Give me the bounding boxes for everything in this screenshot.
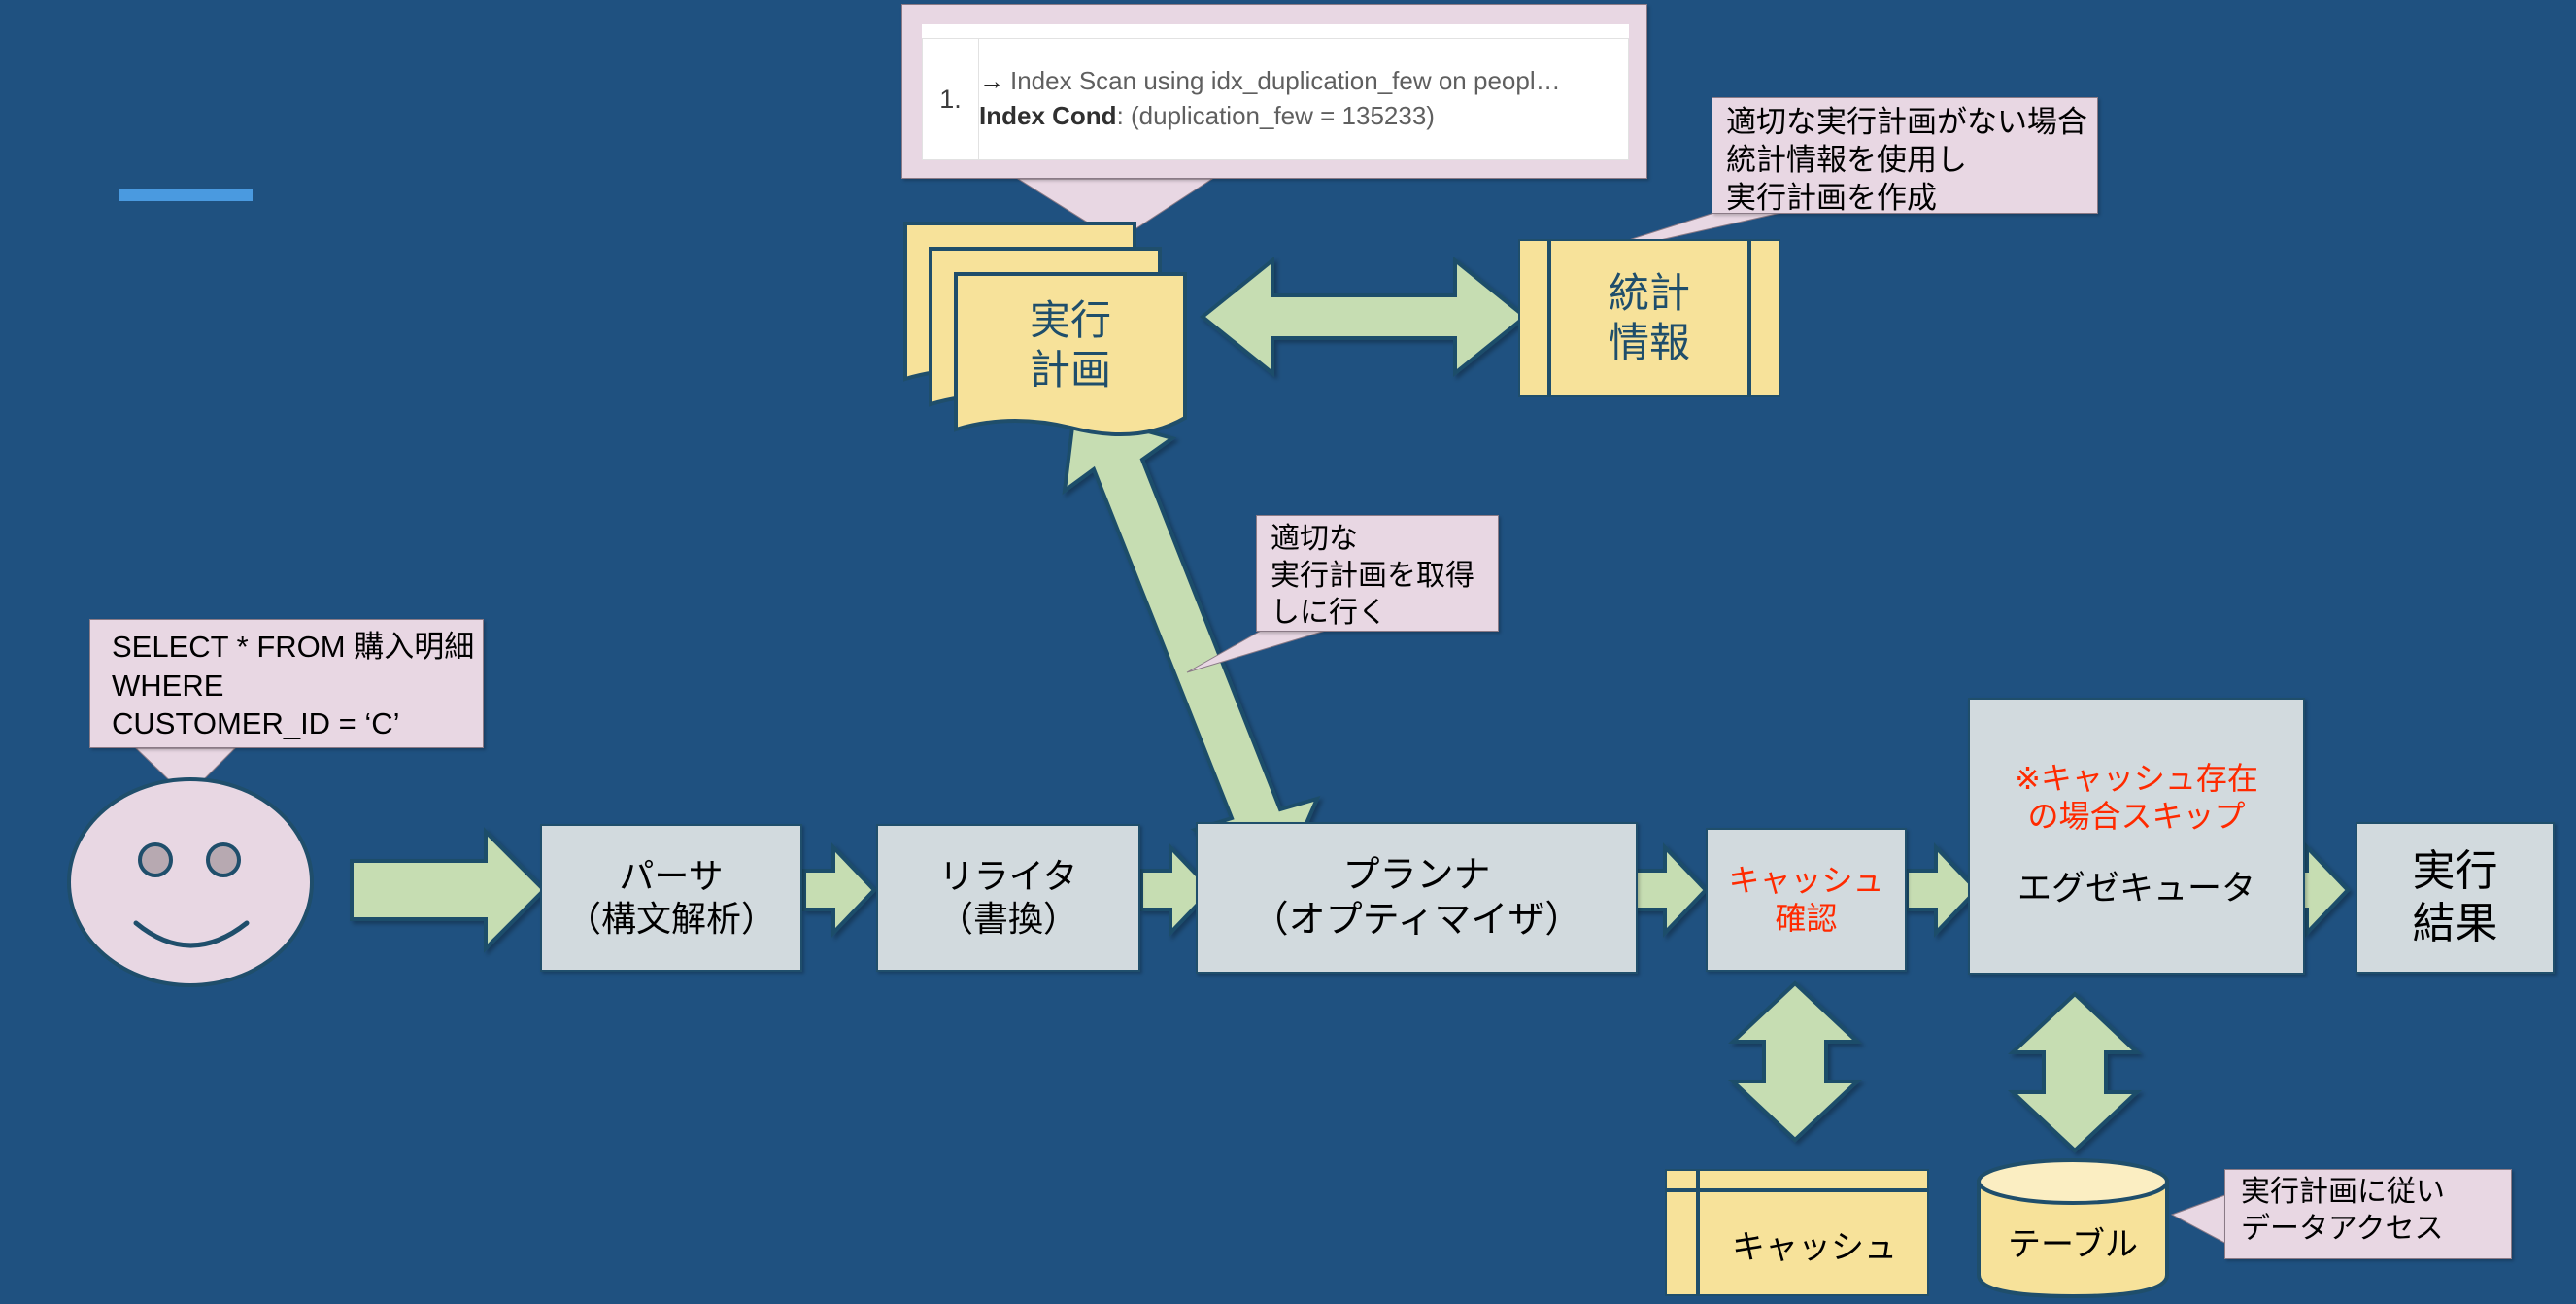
accent-bar xyxy=(119,189,253,201)
arrow-planner-plan-bidirectional xyxy=(1062,408,1321,894)
arrow-planner-to-cachecheck xyxy=(1634,842,1709,938)
cache-store-header-rule xyxy=(1665,1188,1929,1192)
data-access-note-text: 実行計画に従い データアクセス xyxy=(2241,1174,2511,1249)
parser-label-line-2: （構文解析） xyxy=(565,899,776,939)
arrow-plan-statistics-bidirectional xyxy=(1199,256,1529,378)
user-smiley-icon xyxy=(67,777,314,987)
table-store-node: テーブル xyxy=(1976,1158,2170,1299)
sql-query-text: SELECT * FROM 購入明細 WHERE CUSTOMER_ID = ‘… xyxy=(112,628,483,743)
execution-plan-label-line-1: 実行 xyxy=(1029,296,1111,343)
sql-line-3: CUSTOMER_ID = ‘C’ xyxy=(112,706,400,741)
parser-label-line-1: パーサ xyxy=(619,856,724,897)
cache-check-label-line-1: キャッシュ xyxy=(1728,862,1884,898)
explain-cond-line: Index Cond: (duplication_few = 135233) xyxy=(979,99,1628,134)
right-arrow-icon: → xyxy=(979,66,1004,96)
statistics-right-rule xyxy=(1747,239,1751,397)
explain-table-panel: 1. →Index Scan using idx_duplication_few… xyxy=(922,24,1629,160)
executor-note-line-2: の場合スキップ xyxy=(2027,799,2246,835)
stats-note-text: 適切な実行計画がない場合 統計情報を使用し 実行計画を作成 xyxy=(1726,104,2097,217)
fetch-plan-note-callout: 適切な 実行計画を取得 しに行く xyxy=(1256,515,1499,632)
rewriter-box[interactable]: リライタ （書換） xyxy=(876,824,1140,972)
data-access-note-line-1: 実行計画に従い xyxy=(2241,1176,2445,1208)
database-cylinder-icon xyxy=(1977,1158,2169,1299)
explain-plan-line: →Index Scan using idx_duplication_few on… xyxy=(979,64,1628,99)
cache-store-label: キャッシュ xyxy=(1732,1229,1897,1266)
statistics-left-rule xyxy=(1547,239,1551,397)
explain-cond-value: (duplication_few = 135233) xyxy=(1131,101,1435,130)
rewriter-label-line-2: （書換） xyxy=(937,899,1078,939)
arrow-executor-tablestore-bidirectional xyxy=(2007,991,2143,1153)
statistics-node: 統計 情報 xyxy=(1518,239,1780,397)
result-label-line-1: 実行 xyxy=(2412,847,2498,896)
arrow-cachecheck-to-executor xyxy=(1905,842,1980,938)
explain-cond-separator: : xyxy=(1116,101,1132,130)
data-access-note-callout: 実行計画に従い データアクセス xyxy=(2224,1169,2512,1259)
executor-label: エグゼキュータ xyxy=(2017,870,2255,909)
planner-label-line-1: プランナ xyxy=(1342,854,1491,896)
explain-table-row: 1. →Index Scan using idx_duplication_few… xyxy=(922,38,1629,160)
explain-row-body: →Index Scan using idx_duplication_few on… xyxy=(978,38,1629,160)
tail-fetchplan-callout xyxy=(1186,629,1330,673)
execution-plan-sheet-front xyxy=(954,272,1187,437)
fetch-plan-note-line-1: 適切な xyxy=(1271,523,1358,555)
explain-row-number: 1. xyxy=(922,38,979,160)
execution-plan-node: 実行 計画 xyxy=(903,222,1187,437)
planner-box[interactable]: プランナ （オプティマイザ） xyxy=(1196,822,1638,974)
fetch-plan-note-line-3: しに行く xyxy=(1271,596,1387,629)
executor-note-line-1: ※キャッシュ存在 xyxy=(2015,761,2258,796)
explain-cond-label: Index Cond xyxy=(979,101,1117,130)
parser-box[interactable]: パーサ （構文解析） xyxy=(540,824,802,972)
result-box[interactable]: 実行 結果 xyxy=(2356,822,2555,974)
explain-table: 1. →Index Scan using idx_duplication_few… xyxy=(922,24,1629,160)
rewriter-label-line-1: リライタ xyxy=(938,856,1078,897)
arrow-parser-to-rewriter xyxy=(802,842,877,938)
sql-query-callout: SELECT * FROM 購入明細 WHERE CUSTOMER_ID = ‘… xyxy=(89,619,484,748)
cache-store-node: キャッシュ xyxy=(1665,1169,1929,1296)
planner-label-line-2: （オプティマイザ） xyxy=(1251,900,1582,941)
arrow-cachecheck-cachestore-bidirectional xyxy=(1727,980,1863,1143)
statistics-label-line-2: 情報 xyxy=(1608,319,1690,365)
executor-box[interactable]: ※キャッシュ存在 の場合スキップ エグゼキュータ xyxy=(1968,698,2305,975)
explain-result-callout: 1. →Index Scan using idx_duplication_few… xyxy=(901,4,1647,179)
fetch-plan-note-text: 適切な 実行計画を取得 しに行く xyxy=(1271,521,1498,631)
stats-note-line-2: 統計情報を使用し xyxy=(1726,142,1967,177)
stats-note-line-1: 適切な実行計画がない場合 xyxy=(1726,105,2087,139)
execution-plan-label-line-2: 計画 xyxy=(1029,347,1111,393)
tail-dataaccess-callout xyxy=(2170,1192,2231,1247)
statistics-label-line-1: 統計 xyxy=(1608,270,1690,317)
sql-line-1: SELECT * FROM 購入明細 xyxy=(112,630,475,664)
arrow-user-to-parser xyxy=(350,827,547,953)
cache-check-box[interactable]: キャッシュ 確認 xyxy=(1706,828,1907,972)
sql-line-2: WHERE xyxy=(112,668,224,703)
explain-plan-text: Index Scan using idx_duplication_few on … xyxy=(1010,66,1561,96)
result-label-line-2: 結果 xyxy=(2412,900,2498,947)
explain-table-header-row xyxy=(922,24,1629,39)
statistics-label: 統計 情報 xyxy=(1551,239,1747,397)
data-access-note-line-2: データアクセス xyxy=(2241,1213,2444,1246)
cache-store-column-rule xyxy=(1696,1169,1700,1296)
statistics-body xyxy=(1518,239,1780,397)
stats-note-line-3: 実行計画を作成 xyxy=(1726,180,1937,215)
execution-plan-label: 実行 計画 xyxy=(954,282,1187,408)
fetch-plan-note-line-2: 実行計画を取得 xyxy=(1271,559,1474,592)
table-store-label: テーブル xyxy=(2008,1225,2138,1263)
cache-check-label-line-2: 確認 xyxy=(1775,901,1838,936)
stats-note-callout: 適切な実行計画がない場合 統計情報を使用し 実行計画を作成 xyxy=(1712,97,2098,217)
